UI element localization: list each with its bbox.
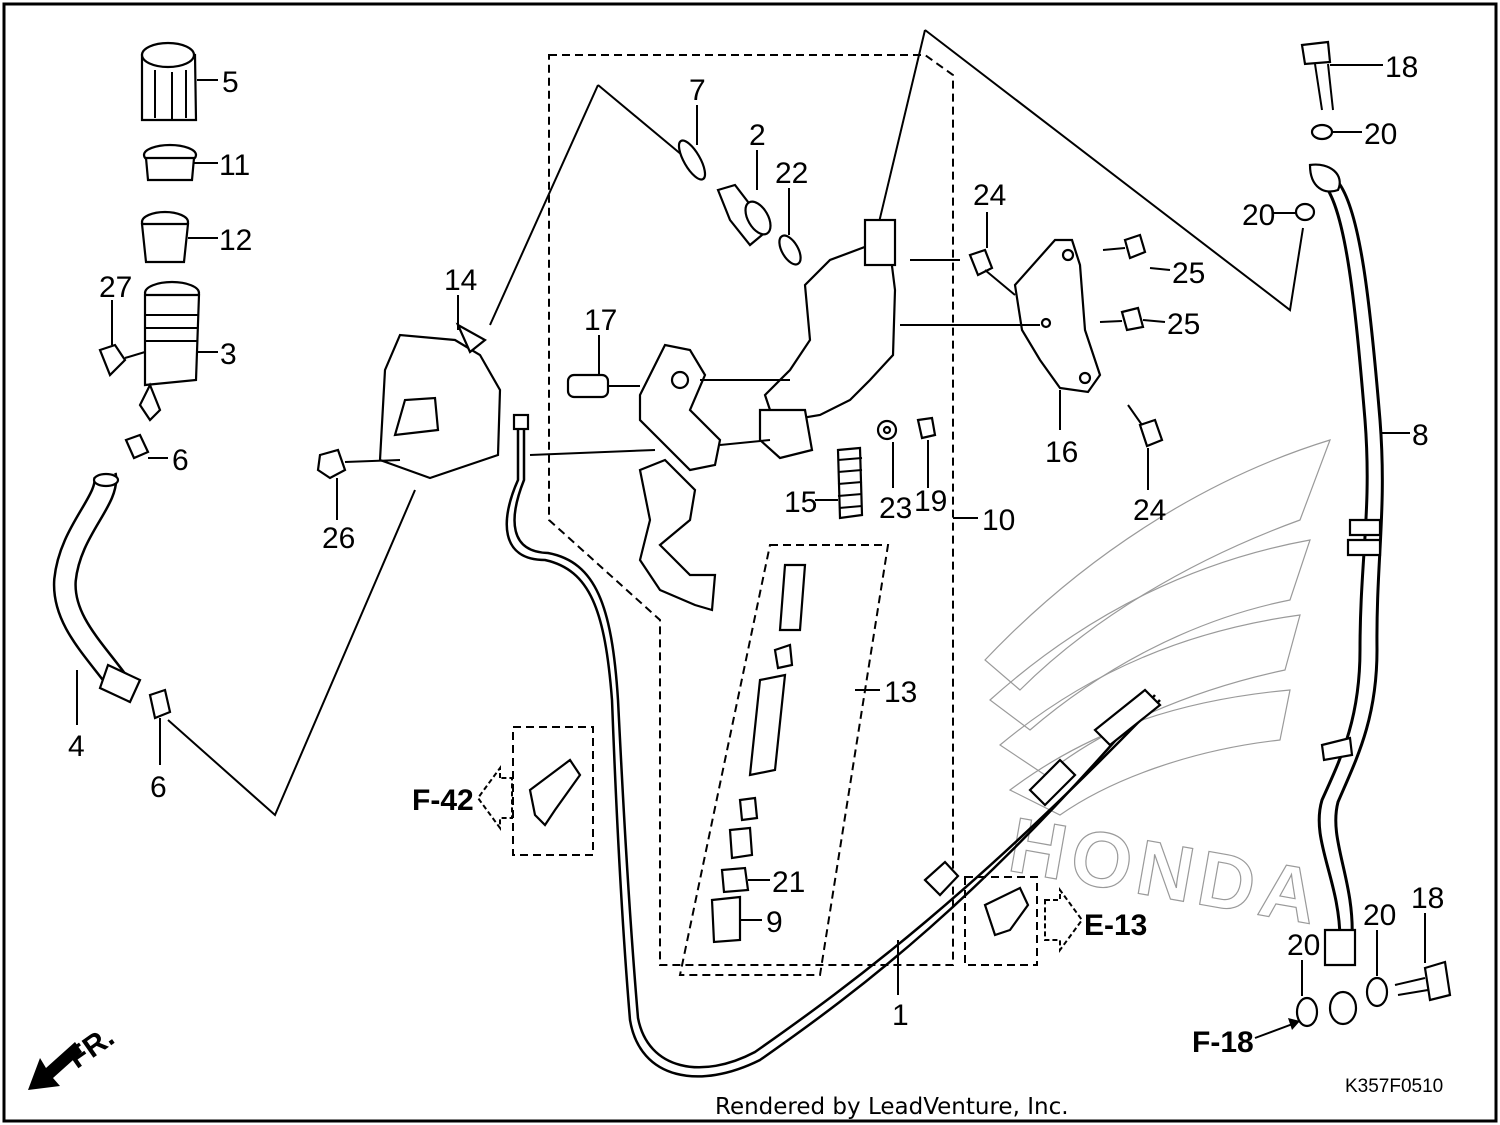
hose-clip-upper[interactable] (124, 433, 150, 460)
banjo-bolt-top[interactable] (1300, 40, 1334, 111)
callout-15: 15 (784, 486, 817, 519)
callout-21: 21 (772, 866, 805, 899)
f42-view-part (528, 758, 582, 827)
callout-25-lower: 25 (1167, 308, 1200, 341)
bracket-bolt-bottom[interactable] (1127, 404, 1164, 448)
leader-cable-lever (529, 449, 656, 456)
callout-22: 22 (775, 157, 808, 190)
spring[interactable] (836, 446, 864, 520)
lever-pivot-bolt[interactable] (566, 373, 640, 399)
callout-18-lower: 18 (1411, 882, 1444, 915)
callout-18-upper: 18 (1385, 51, 1418, 84)
callout-14: 14 (444, 264, 477, 297)
callout-24-lower: 24 (1133, 494, 1166, 527)
clutch-cable[interactable] (505, 413, 1162, 1078)
honda-watermark-text: HONDA (1003, 800, 1329, 942)
callout-23: 23 (879, 492, 912, 525)
f42-reference-label[interactable]: F-42 (412, 784, 474, 817)
sealing-washer-bottom-2[interactable] (1365, 976, 1389, 1008)
callout-20-lower-right: 20 (1363, 899, 1396, 932)
callout-24-upper: 24 (973, 179, 1006, 212)
callout-20-upper-left: 20 (1242, 199, 1275, 232)
callout-11: 11 (219, 149, 250, 182)
callout-13: 13 (884, 676, 917, 709)
lever-arm[interactable] (638, 343, 722, 472)
washer-23[interactable] (876, 419, 898, 441)
callout-4: 4 (68, 730, 85, 763)
callout-9: 9 (766, 906, 783, 939)
reservoir-cap[interactable] (140, 41, 198, 122)
push-rod[interactable] (716, 183, 776, 247)
e13-view-outline (964, 876, 1038, 966)
master-cylinder-body[interactable] (758, 218, 897, 460)
o-ring[interactable] (775, 232, 805, 268)
callout-12: 12 (219, 224, 252, 257)
piston-kit[interactable] (710, 563, 807, 944)
front-marker-label: FR. (62, 1020, 121, 1075)
f42-view-outline (512, 726, 594, 856)
callout-19: 19 (914, 485, 947, 518)
diagram-code: K357F0510 (1345, 1076, 1443, 1097)
callout-20-upper-right: 20 (1364, 118, 1397, 151)
f18-arrow-icon (1254, 1018, 1300, 1039)
leader-lever-body-2 (719, 439, 771, 446)
callout-25-upper: 25 (1172, 257, 1205, 290)
callout-leaders (76, 64, 1426, 996)
e13-view-part (983, 886, 1030, 937)
callout-16: 16 (1045, 436, 1078, 469)
master-cylinder-cover[interactable] (378, 322, 502, 480)
callout-17: 17 (584, 304, 617, 337)
callout-5: 5 (222, 66, 239, 99)
reservoir-group-leader (597, 84, 683, 156)
hose-clip-lower[interactable] (148, 688, 172, 720)
callout-8: 8 (1412, 419, 1429, 452)
clutch-hose[interactable] (1308, 163, 1384, 967)
hose-group-leader-2 (924, 29, 1304, 312)
reservoir-screw[interactable] (98, 343, 146, 377)
callout-numbers: 5 11 12 27 3 6 4 6 14 26 7 2 22 17 15 23… (68, 51, 1444, 1032)
reservoir-group-leader-2 (489, 84, 599, 326)
reservoir-tank[interactable] (138, 280, 201, 422)
mounting-bracket[interactable] (1013, 238, 1102, 394)
switch-plate[interactable] (638, 458, 717, 612)
callout-20-lower-left: 20 (1287, 929, 1320, 962)
cap-plate[interactable] (142, 143, 198, 182)
e13-arrow-icon (1044, 886, 1084, 954)
piston-kit-group-outline (678, 544, 890, 976)
callout-3: 3 (220, 338, 237, 371)
diaphragm[interactable] (140, 210, 190, 264)
banjo-fitting-bottom[interactable] (1328, 990, 1358, 1026)
front-direction-arrow-icon: FR. (28, 1020, 120, 1090)
reservoir-bottom-leader (167, 489, 416, 817)
bracket-bolt-top-right[interactable] (1102, 233, 1147, 260)
callout-2: 2 (749, 119, 766, 152)
callout-1: 1 (892, 999, 909, 1032)
sealing-washer-top-1[interactable] (1310, 123, 1334, 141)
sealing-washer-bottom-1[interactable] (1295, 996, 1319, 1028)
f18-reference-label[interactable]: F-18 (1192, 1026, 1254, 1059)
callout-10: 10 (982, 504, 1015, 537)
callout-6-upper: 6 (172, 444, 189, 477)
callout-7: 7 (689, 74, 706, 107)
sealing-washer-top-2[interactable] (1294, 202, 1316, 222)
e13-reference-label[interactable]: E-13 (1084, 909, 1147, 942)
master-cylinder-group-outline (548, 54, 954, 966)
bracket-bolt-mid-right[interactable] (1099, 306, 1145, 332)
banjo-bolt-bottom[interactable] (1394, 960, 1452, 1002)
footer-credit: Rendered by LeadVenture, Inc. (715, 1094, 1069, 1120)
nut-19[interactable] (916, 416, 937, 440)
callout-6-lower: 6 (150, 771, 167, 804)
callout-27: 27 (99, 271, 132, 304)
bracket-bolt-top-left[interactable] (968, 248, 1016, 296)
boot-ring[interactable] (674, 137, 710, 183)
callout-26: 26 (322, 522, 355, 555)
f42-arrow-icon (476, 764, 513, 832)
reservoir-hose[interactable] (52, 472, 142, 704)
cover-bolt[interactable] (316, 448, 401, 480)
